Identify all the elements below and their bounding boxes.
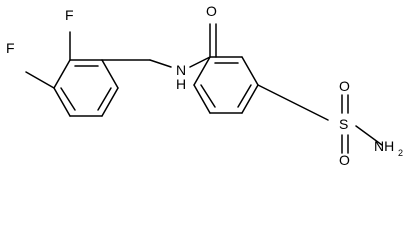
bond-left-ring-2 (101, 59, 119, 89)
bond-right-ring-2 (241, 56, 259, 86)
bond-left-ring-double-2 (97, 87, 112, 111)
bond-ring-s (257, 84, 329, 121)
atom-sulfonamide-sub: 2 (398, 148, 403, 158)
atom-sulfonamide-n: NH (374, 138, 394, 154)
bond-n-carbonyl (189, 56, 211, 68)
atom-sulfonyl-o-bottom: O (339, 152, 350, 168)
bond-right-ring-double-3 (200, 84, 216, 108)
atom-f-left: F (6, 40, 15, 56)
bond-right-ring-5 (193, 84, 211, 114)
structure-svg: F F N H O O S O NH 2 (6, 3, 403, 168)
right-ring (193, 56, 259, 114)
atom-f-top: F (65, 7, 74, 23)
atom-amide-h: H (176, 76, 186, 92)
bond-c-f-left (25, 71, 55, 89)
atom-amide-n: N (176, 62, 186, 78)
bond-s-n (355, 125, 383, 146)
atom-sulfonyl-o-top: O (339, 78, 350, 94)
bond-left-ring-6 (53, 59, 71, 89)
bond-right-ring-double-2 (237, 84, 252, 108)
bond-ch2-n (149, 59, 172, 68)
bond-right-ring-6 (193, 56, 211, 86)
bond-left-ring-3 (101, 87, 119, 117)
bond-left-ring-double-3 (60, 87, 76, 111)
bond-right-ring-3 (241, 84, 259, 114)
molecule-diagram: F F N H O O S O NH 2 (6, 3, 403, 168)
atom-amide-o: O (206, 3, 217, 19)
left-ring (53, 59, 119, 117)
bond-left-ring-5 (53, 87, 71, 117)
atom-sulfonyl-s: S (339, 116, 348, 132)
